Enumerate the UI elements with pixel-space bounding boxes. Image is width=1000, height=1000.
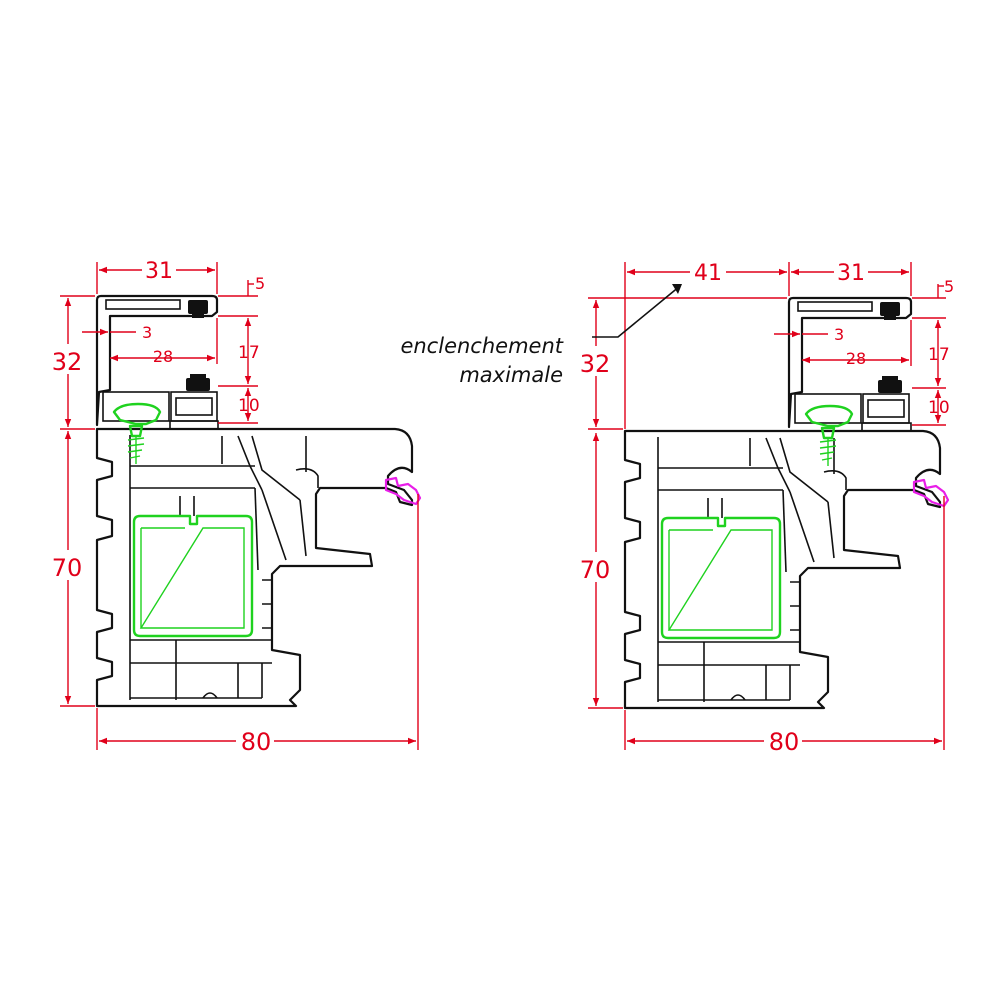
right-dim-3: 3 (834, 325, 844, 344)
left-dim-28: 28 (153, 347, 173, 366)
annotation-line-2: maximale (459, 363, 563, 387)
left-dim-17: 17 (238, 343, 260, 363)
left-frame-profile (95, 427, 414, 708)
right-gasket-screw (804, 404, 854, 466)
annotation-line-1: enclenchement (400, 334, 563, 358)
right-dim-70: 70 (580, 556, 611, 584)
left-profile-section: 31 32 70 80 5 (50, 258, 422, 756)
left-reinforcement (132, 514, 254, 638)
right-reinforcement (660, 516, 782, 640)
left-dim-5: 5 (255, 274, 265, 293)
right-frame-profile (623, 429, 942, 710)
right-dim-28: 28 (846, 349, 866, 368)
right-dimensions: 41 31 32 70 80 (578, 260, 954, 756)
right-dim-31: 31 (837, 261, 865, 286)
left-dim-10: 10 (238, 396, 260, 416)
right-dim-5: 5 (944, 277, 954, 296)
annotation-leader (592, 284, 682, 338)
left-dim-32: 32 (52, 348, 83, 376)
right-profile-section: 41 31 32 70 80 (578, 260, 954, 756)
left-seal (384, 476, 422, 506)
right-dim-41: 41 (694, 261, 722, 286)
right-dim-17: 17 (928, 345, 950, 365)
right-seal (912, 478, 950, 508)
left-dim-70: 70 (52, 554, 83, 582)
left-dim-31: 31 (145, 259, 173, 284)
left-cover-profile (95, 294, 219, 430)
right-dim-10: 10 (928, 398, 950, 418)
left-dim-80: 80 (241, 728, 272, 756)
right-cover-profile (787, 296, 913, 432)
left-dim-3: 3 (142, 323, 152, 342)
left-gasket-screw (112, 402, 162, 464)
right-dim-80: 80 (769, 728, 800, 756)
right-dim-32: 32 (580, 350, 611, 378)
left-dimensions: 31 32 70 80 5 (50, 258, 419, 756)
